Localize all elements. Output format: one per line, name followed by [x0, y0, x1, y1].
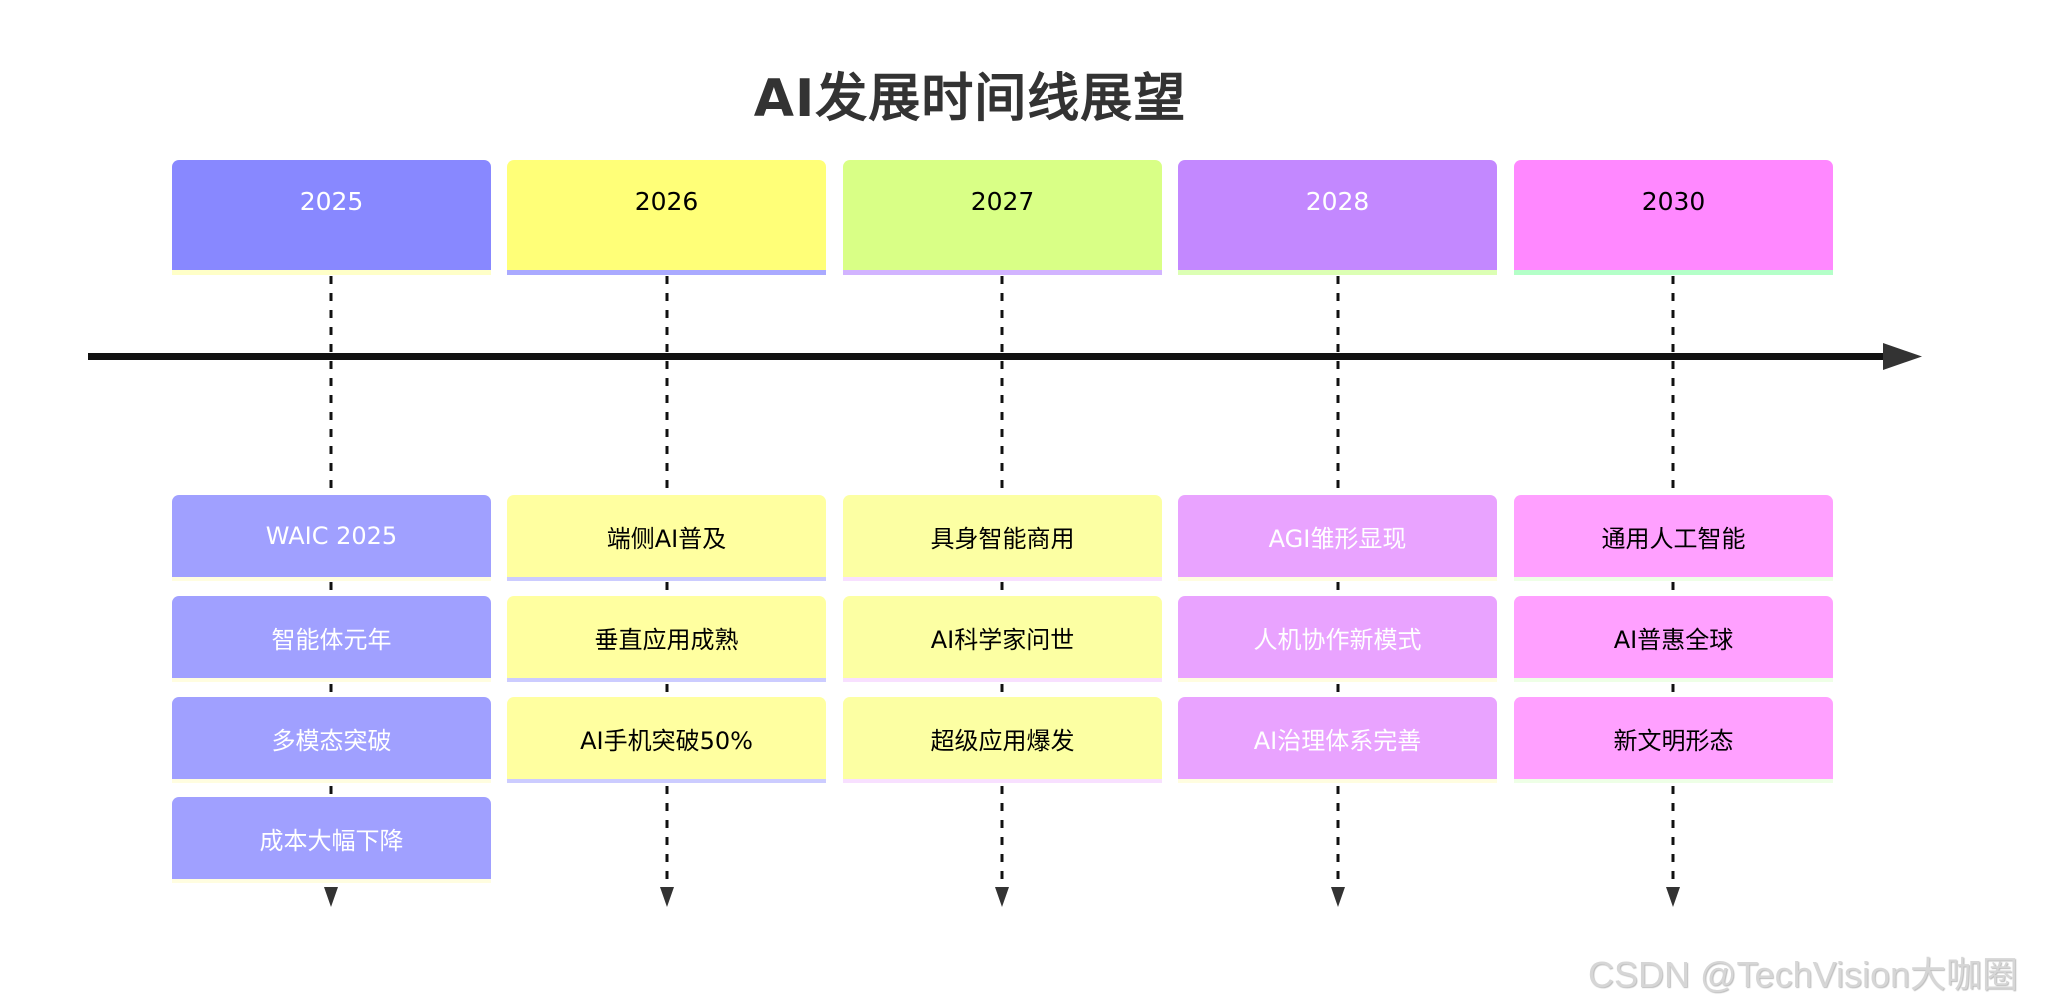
event-label: AI治理体系完善 [1253, 726, 1422, 755]
event-stripe [507, 577, 826, 581]
event-card: 新文明形态 [1514, 697, 1833, 779]
event-label: AGI雏形显现 [1268, 524, 1407, 553]
event-card: AGI雏形显现 [1178, 495, 1497, 577]
event-stripe [1514, 577, 1833, 581]
event-stripe [507, 779, 826, 783]
event-card: 端侧AI普及 [507, 495, 826, 577]
arrow-down-icon [1331, 887, 1345, 907]
header-stripe [1514, 270, 1833, 275]
year-label: 2026 [634, 187, 699, 216]
year-header-2025: 2025 [172, 160, 491, 270]
event-label: AI手机突破50% [580, 726, 753, 755]
event-stripe [1178, 779, 1497, 783]
event-label: 新文明形态 [1613, 726, 1734, 755]
arrow-down-icon [660, 887, 674, 907]
dashed-connectors [329, 276, 1675, 886]
event-card: AI科学家问世 [843, 596, 1162, 678]
event-label: AI科学家问世 [930, 625, 1075, 654]
event-stripe [1178, 577, 1497, 581]
header-stripe [843, 270, 1162, 275]
arrow-down-icon [995, 887, 1009, 907]
event-card: AI普惠全球 [1514, 596, 1833, 678]
event-label: AI普惠全球 [1613, 625, 1734, 654]
event-card: 超级应用爆发 [843, 697, 1162, 779]
year-label: 2030 [1641, 187, 1706, 216]
event-stripe [172, 678, 491, 682]
year-label: 2027 [970, 187, 1035, 216]
event-stripe [1514, 678, 1833, 682]
event-card: WAIC 2025 [172, 495, 491, 577]
event-card: 人机协作新模式 [1178, 596, 1497, 678]
down-arrowheads [324, 887, 1680, 907]
header-stripe [507, 270, 826, 275]
event-stripe [843, 779, 1162, 783]
event-label: 成本大幅下降 [259, 826, 404, 855]
event-stripe [172, 577, 491, 581]
event-card: 多模态突破 [172, 697, 491, 779]
event-stripe [1514, 779, 1833, 783]
event-card: AI手机突破50% [507, 697, 826, 779]
event-label: 超级应用爆发 [930, 726, 1075, 755]
event-card: 智能体元年 [172, 596, 491, 678]
diagram-title: AI发展时间线展望 [753, 69, 1187, 129]
watermark: CSDN @TechVision大咖圈 [1588, 954, 2018, 995]
year-header-2026: 2026 [507, 160, 826, 270]
year-header-2028: 2028 [1178, 160, 1497, 270]
arrow-right-icon [1883, 343, 1922, 370]
event-card: 通用人工智能 [1514, 495, 1833, 577]
event-label: 通用人工智能 [1601, 524, 1746, 553]
arrow-down-icon [1666, 887, 1680, 907]
year-header-2030: 2030 [1514, 160, 1833, 270]
event-stripe [507, 678, 826, 682]
event-stripe [172, 779, 491, 783]
event-stripe [1178, 678, 1497, 682]
event-card: 成本大幅下降 [172, 797, 491, 879]
year-header-2027: 2027 [843, 160, 1162, 270]
event-card: 垂直应用成熟 [507, 596, 826, 678]
header-stripe [172, 270, 491, 275]
event-card: AI治理体系完善 [1178, 697, 1497, 779]
event-label: 垂直应用成熟 [594, 625, 739, 654]
event-stripe [843, 577, 1162, 581]
arrow-down-icon [324, 887, 338, 907]
year-label: 2028 [1305, 187, 1370, 216]
event-label: 多模态突破 [271, 726, 392, 755]
event-label: 端侧AI普及 [606, 524, 727, 553]
event-stripe [843, 678, 1162, 682]
header-stripe [1178, 270, 1497, 275]
event-stripe [172, 879, 491, 883]
event-card: 具身智能商用 [843, 495, 1162, 577]
event-label: 具身智能商用 [930, 524, 1075, 553]
event-label: 人机协作新模式 [1253, 625, 1422, 654]
event-label: 智能体元年 [271, 625, 392, 654]
year-label: 2025 [299, 187, 364, 216]
event-label: WAIC 2025 [265, 522, 398, 550]
